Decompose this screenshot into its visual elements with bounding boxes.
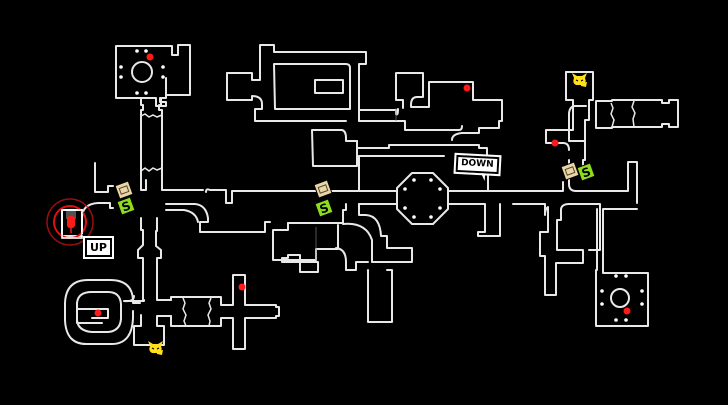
corridor-bottom-middle bbox=[170, 274, 280, 350]
corridor-right-upper bbox=[486, 71, 679, 327]
down-stairs-label: DOWN bbox=[453, 152, 502, 177]
save-point-icon: S bbox=[576, 162, 596, 182]
enemy-dot bbox=[463, 84, 471, 92]
room-complex-top-center bbox=[205, 44, 503, 204]
save-point-icon: S bbox=[314, 198, 334, 218]
room-complex-middle-lower bbox=[272, 203, 413, 323]
player-position-icon bbox=[46, 198, 94, 246]
room-bottom-right-pillar bbox=[600, 274, 644, 322]
room-bottom-left-loop bbox=[64, 279, 141, 346]
save-point-icon: S bbox=[116, 196, 136, 216]
cat-icon bbox=[572, 73, 587, 87]
room-top-left-pillar bbox=[115, 44, 191, 107]
corridor-west-vertical bbox=[140, 97, 167, 191]
enemy-dot bbox=[146, 53, 154, 61]
enemy-dot bbox=[623, 307, 631, 315]
enemy-dot bbox=[94, 309, 102, 317]
safe-room-icon bbox=[560, 161, 580, 181]
up-stairs-label: UP bbox=[83, 236, 114, 259]
safe-room-icon bbox=[313, 179, 333, 199]
spine-west bbox=[123, 217, 172, 346]
safe-room-icon bbox=[114, 180, 134, 200]
enemy-dots bbox=[94, 53, 631, 317]
enemy-dot bbox=[238, 283, 246, 291]
enemy-dot bbox=[551, 139, 559, 147]
cat-icon bbox=[148, 341, 163, 355]
